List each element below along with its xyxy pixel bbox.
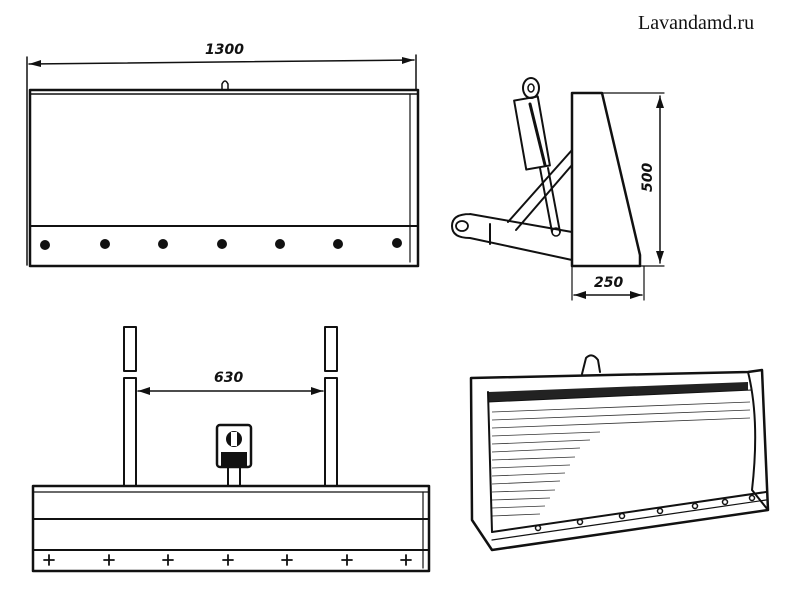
bolt-hole (158, 239, 168, 249)
bolt-hole (100, 239, 110, 249)
front-view (26, 54, 420, 268)
central-hitch (215, 423, 253, 469)
blade-side-profile (570, 91, 642, 268)
blade-hatching (491, 401, 751, 517)
bolt-hole (275, 239, 285, 249)
bolt-markers (43, 554, 412, 566)
bolt-hole (40, 240, 50, 250)
blade-plan-outline (31, 484, 431, 573)
mount-post-right (324, 377, 338, 487)
dimension-depth-label: 250 (594, 275, 624, 291)
side-view (451, 77, 665, 301)
watermark-text: Lavandamd.ru (638, 12, 755, 34)
top-lug (581, 354, 601, 375)
bolt-hole (392, 238, 402, 248)
dimension-spacing-label: 630 (214, 370, 244, 386)
perspective-view (469, 354, 770, 552)
bolt-hole (217, 239, 227, 249)
edge-bolt-holes (534, 494, 756, 532)
dimension-width-label: 1300 (205, 42, 244, 58)
push-arm (451, 213, 573, 261)
bolt-hole (333, 239, 343, 249)
dimension-height-label: 500 (640, 162, 656, 192)
width-dimension-line (28, 59, 415, 65)
hydraulic-cylinder (513, 95, 551, 171)
mount-post-left (123, 377, 137, 487)
rear-view (31, 326, 431, 573)
blade-front-outline (28, 88, 420, 268)
